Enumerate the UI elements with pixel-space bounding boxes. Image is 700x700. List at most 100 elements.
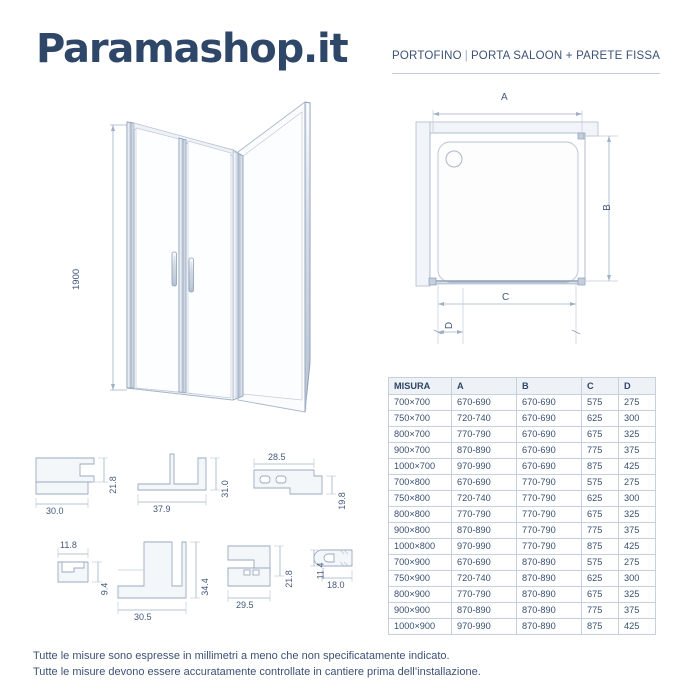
table-cell-c: 575: [581, 394, 619, 411]
table-cell-c: 775: [581, 602, 619, 619]
brand-logo: Paramashop.it: [36, 26, 349, 72]
table-cell-a: 870-890: [451, 442, 517, 459]
table-cell-d: 275: [618, 474, 656, 491]
table-cell-c: 675: [581, 426, 619, 443]
table-cell-misura: 1000×700: [388, 458, 452, 475]
table-cell-a: 770-790: [451, 426, 517, 443]
table-cell-a: 720-740: [451, 410, 517, 427]
table-cell-d: 375: [618, 602, 656, 619]
table-cell-d: 375: [618, 442, 656, 459]
profile-seal-bulb-width: 18.0: [327, 580, 345, 590]
profile-wall-u-height: 21.8: [107, 476, 118, 494]
footer-note-line-2: Tutte le misure devono essere accuratame…: [33, 665, 481, 678]
height-dimension-label: 1900: [71, 268, 82, 290]
table-cell-misura: 900×900: [388, 602, 452, 619]
table-cell-c: 675: [581, 586, 619, 603]
table-cell-d: 300: [618, 490, 656, 507]
table-cell-misura: 1000×900: [388, 618, 452, 635]
table-cell-c: 875: [581, 538, 619, 555]
table-cell-c: 625: [581, 490, 619, 507]
table-cell-misura: 1000×800: [388, 538, 452, 555]
table-cell-d: 425: [618, 618, 656, 635]
table-cell-a: 870-890: [451, 602, 517, 619]
table-cell-a: 970-990: [451, 538, 517, 555]
profile-angle-l-height: 31.0: [219, 480, 230, 498]
table-cell-misura: 800×800: [388, 506, 452, 523]
profile-wall-u-width: 30.0: [46, 506, 64, 516]
table-cell-c: 675: [581, 506, 619, 523]
profile-glazing-channel-width: 29.5: [236, 600, 254, 610]
table-cell-misura: 750×700: [388, 410, 452, 427]
table-cell-b: 870-890: [516, 570, 582, 587]
table-cell-c: 875: [581, 618, 619, 635]
table-cell-misura: 750×900: [388, 570, 452, 587]
dimension-label-c: C: [502, 292, 510, 303]
table-cell-a: 970-990: [451, 618, 517, 635]
subtitle-divider: [392, 73, 660, 74]
table-cell-d: 300: [618, 410, 656, 427]
table-cell-a: 670-690: [451, 394, 517, 411]
table-cell-misura: 900×700: [388, 442, 452, 459]
profile-small-clip-width: 11.8: [60, 540, 77, 550]
table-cell-misura: 800×700: [388, 426, 452, 443]
table-cell-a: 970-990: [451, 458, 517, 475]
profile-glazing-channel-height: 21.8: [283, 570, 294, 588]
product-subtitle: PORTOFINO|PORTA SALOON + PARETE FISSA: [392, 50, 660, 62]
profile-magnet-strip-height: 19.8: [336, 492, 347, 510]
table-cell-a: 870-890: [451, 522, 517, 539]
table-cell-d: 325: [618, 506, 656, 523]
table-cell-d: 425: [618, 458, 656, 475]
table-cell-b: 670-690: [516, 458, 582, 475]
profile-corner-bracket-height: 34.4: [199, 578, 210, 596]
table-cell-b: 670-690: [516, 410, 582, 427]
profile-cross-sections: 30.0 21.8 37.9 31.0 28.5 19.8 11.8 9.4 3…: [22, 450, 382, 640]
product-type: PORTA SALOON + PARETE FISSA: [470, 50, 661, 62]
column-header-b: B: [516, 377, 582, 395]
column-header-d: D: [618, 377, 656, 395]
table-cell-d: 300: [618, 570, 656, 587]
column-header-a: A: [451, 377, 517, 395]
column-header-c: C: [581, 377, 619, 395]
dimension-label-b: B: [601, 204, 613, 211]
column-header-misura: MISURA: [388, 377, 452, 395]
table-cell-misura: 900×800: [388, 522, 452, 539]
table-cell-a: 670-690: [451, 554, 517, 571]
table-cell-b: 870-890: [516, 586, 582, 603]
table-cell-b: 670-690: [516, 442, 582, 459]
profile-small-clip-height: 9.4: [99, 582, 110, 596]
profile-corner-bracket-width: 30.5: [134, 612, 152, 622]
table-cell-b: 770-790: [516, 538, 582, 555]
table-cell-b: 770-790: [516, 490, 582, 507]
table-cell-c: 575: [581, 474, 619, 491]
table-cell-a: 670-690: [451, 474, 517, 491]
profile-angle-l-width: 37.9: [153, 504, 171, 514]
table-cell-d: 275: [618, 394, 656, 411]
table-cell-a: 770-790: [451, 506, 517, 523]
footer-notes: Tutte le misure sono espresse in millime…: [33, 649, 653, 680]
table-cell-b: 870-890: [516, 618, 582, 635]
table-cell-misura: 750×800: [388, 490, 452, 507]
table-cell-b: 870-890: [516, 602, 582, 619]
dimension-label-a: A: [501, 92, 508, 103]
table-cell-misura: 700×900: [388, 554, 452, 571]
table-cell-misura: 700×700: [388, 394, 452, 411]
table-cell-d: 325: [618, 426, 656, 443]
table-cell-b: 770-790: [516, 506, 582, 523]
table-cell-b: 770-790: [516, 522, 582, 539]
shower-enclosure-isometric: 1900: [55, 100, 400, 435]
footer-note-line-1: Tutte le misure sono espresse in millime…: [33, 650, 450, 662]
dimension-label-d: D: [444, 321, 456, 330]
table-cell-misura: 800×900: [388, 586, 452, 603]
